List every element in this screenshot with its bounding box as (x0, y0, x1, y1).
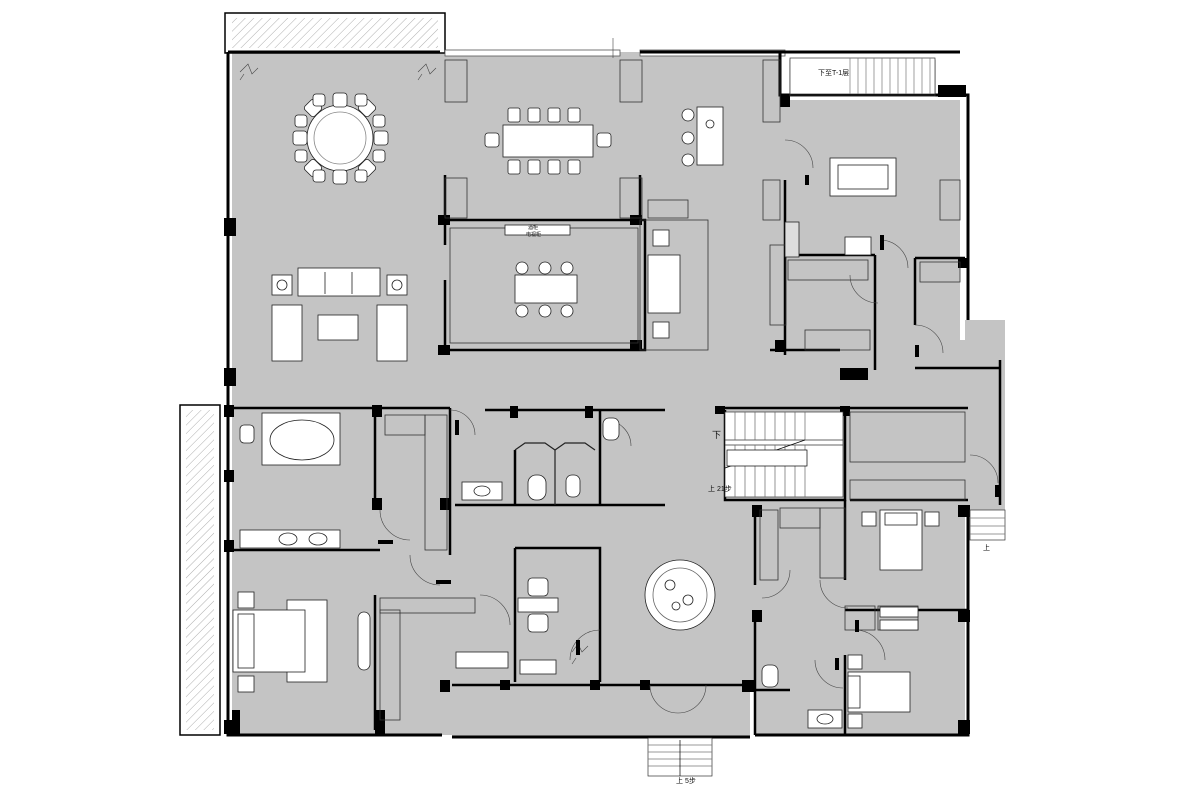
door-arcs (379, 139, 999, 714)
door-markers (378, 175, 999, 670)
round-rug-icon (644, 559, 716, 631)
label-cabinet: 酒柜 (528, 225, 539, 231)
outer-walls (226, 50, 970, 739)
stair-icon (647, 57, 1006, 777)
toilet-icon (527, 417, 779, 688)
double-bed-icon (232, 509, 940, 729)
bar-table-icon (504, 224, 681, 339)
study-desk-icon (455, 577, 559, 675)
sink-icon (461, 481, 919, 729)
round-table-icon (292, 92, 389, 185)
long-dining-table-icon (484, 106, 724, 175)
label-side-up: 上 (983, 545, 990, 552)
interior-walls (232, 175, 1002, 735)
rug-icon (784, 157, 897, 258)
terraces (179, 12, 786, 736)
sofa-set-icon (271, 267, 408, 362)
label-tv-cabinet: 电视柜 (526, 232, 542, 238)
label-top-stair: 下至T-1层 (818, 70, 850, 77)
label-entry-up: 上 5步 (676, 778, 696, 785)
bathtub-icon (239, 412, 341, 549)
shower-partition (514, 442, 596, 505)
label-stair-down: 下 (712, 430, 722, 440)
label-stair-up: 上 21步 (708, 486, 732, 493)
